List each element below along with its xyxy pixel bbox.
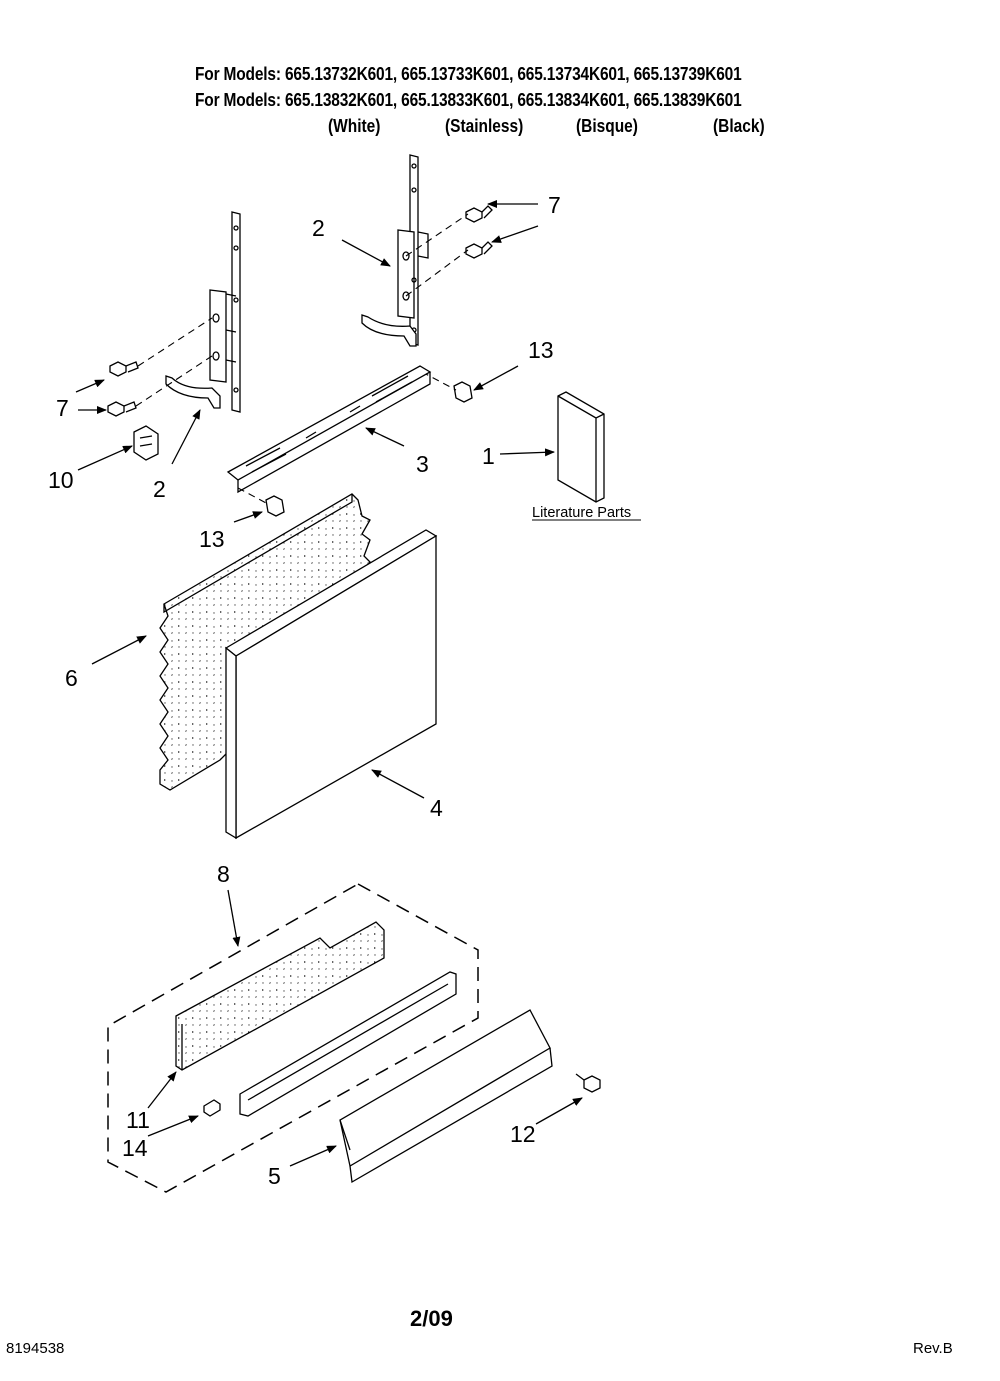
access-panel [339, 1009, 553, 1184]
callout-7-left: 7 [56, 395, 69, 421]
screw-7-left-lower [107, 401, 137, 417]
callout-11: 11 [126, 1107, 150, 1133]
callout-6: 6 [65, 665, 78, 691]
color-label-bisque: (Bisque) [576, 116, 638, 136]
callout-10: 10 [48, 467, 74, 493]
screw-7-right-lower [465, 241, 493, 259]
toe-panel-strip [239, 971, 457, 1117]
callout-8: 8 [217, 861, 230, 887]
outer-door-panel [224, 529, 438, 840]
document-number: 8194538 [6, 1340, 65, 1357]
screw-7-right-upper [465, 205, 493, 223]
toe-panel-kit-boundary [107, 883, 479, 1193]
toe-panel-insulation [175, 921, 385, 1071]
revision-label: Rev.B [913, 1340, 953, 1357]
callout-13-upper: 13 [528, 337, 554, 363]
screw-7-left-upper [109, 361, 139, 377]
left-hinge-bracket [165, 211, 241, 413]
callout-13-lower: 13 [199, 526, 225, 552]
models-line-1: For Models: 665.13732K601, 665.13733K601… [195, 64, 742, 84]
screw-13-lower [265, 495, 285, 517]
callout-2-left: 2 [153, 476, 166, 502]
literature-parts-book [557, 391, 605, 503]
models-line-2: For Models: 665.13832K601, 665.13833K601… [195, 90, 742, 110]
hinge-rail [226, 365, 432, 494]
color-label-black: (Black) [713, 116, 765, 136]
toe-panel-clip [203, 1099, 221, 1117]
callout-2-right: 2 [312, 215, 325, 241]
callout-14: 14 [122, 1135, 148, 1161]
door-bumper [133, 425, 159, 461]
callout-4: 4 [430, 795, 443, 821]
color-label-stainless: (Stainless) [445, 116, 524, 136]
color-label-white: (White) [328, 116, 381, 136]
callout-5: 5 [268, 1163, 281, 1189]
callout-1: 1 [482, 443, 495, 469]
literature-parts-label: Literature Parts [532, 505, 631, 521]
callout-12: 12 [510, 1121, 536, 1147]
door-insulation-panel [159, 493, 371, 791]
page-number: 2/09 [410, 1306, 453, 1331]
callout-3: 3 [416, 451, 429, 477]
callout-7-right: 7 [548, 192, 561, 218]
right-hinge-bracket [361, 154, 429, 347]
screw-12 [575, 1073, 601, 1093]
screw-13-upper [453, 381, 473, 403]
